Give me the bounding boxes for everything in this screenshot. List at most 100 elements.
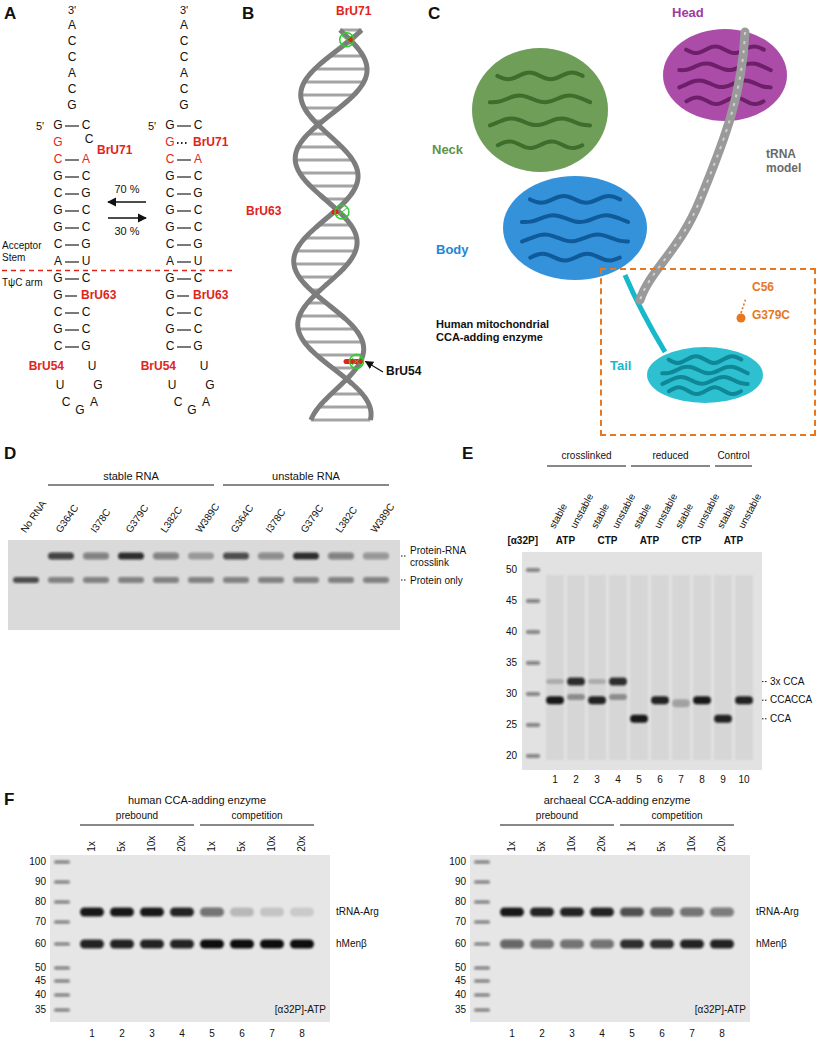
size-marker: 60: [35, 938, 46, 950]
base-pair: [177, 210, 191, 211]
electron-density: [337, 208, 347, 216]
gel-band: [260, 908, 284, 917]
lane-label: 1x: [86, 841, 98, 852]
gel-band: [672, 699, 690, 707]
group-line: [620, 825, 734, 826]
nucleotide: C: [68, 83, 77, 97]
tail-domain-helix: [662, 377, 747, 384]
group-line: [631, 466, 710, 467]
residue-label: BrU54: [386, 365, 421, 379]
gel-band: [588, 679, 606, 684]
gel-band: [188, 577, 214, 583]
nucleotide: C: [194, 323, 203, 337]
lane-number: 6: [657, 774, 663, 786]
model-label: tRNA model: [766, 148, 814, 176]
electron-density: [342, 36, 352, 44]
gel-band: [223, 577, 249, 583]
base-rung: [311, 419, 371, 422]
lane-number: 5: [209, 1028, 215, 1040]
base-pair: [65, 176, 79, 177]
label-nucleotide: [α32P]: [507, 535, 538, 547]
gel-band: [54, 921, 70, 924]
lane-label: 10x: [146, 836, 158, 852]
gel-band: [328, 553, 354, 560]
gel-band: [474, 1009, 490, 1012]
gel-band: [258, 553, 284, 560]
base-pair: [65, 244, 79, 245]
band-label: Protein only: [410, 575, 463, 587]
nucleotide: C: [82, 306, 91, 320]
band-label: Protein-RNA crosslink: [410, 545, 484, 568]
size-marker: 70: [35, 916, 46, 928]
lane-label: 10x: [566, 836, 578, 852]
lane-label: stable: [673, 502, 696, 531]
neck-domain: [472, 48, 608, 172]
electron-density: [352, 358, 362, 366]
size-marker: 20: [506, 750, 517, 762]
gel-band: [48, 577, 74, 583]
trna-crystal-model: [294, 30, 383, 420]
head-domain-helix: [686, 97, 763, 104]
gel-band: [48, 553, 74, 560]
nucleotide: C: [54, 187, 63, 201]
band-label: hMenβ: [756, 938, 787, 950]
panel-letter: A: [4, 4, 16, 24]
region-label: Acceptor Stem: [2, 240, 50, 263]
size-marker: 35: [35, 1004, 46, 1016]
nucleotide: C: [54, 340, 63, 354]
neck-domain-helix: [497, 73, 582, 80]
base-pair: [177, 295, 189, 296]
size-marker: 90: [35, 876, 46, 888]
domain-highlight-box: C56G379CTail: [600, 268, 816, 436]
lane-label: stable: [631, 502, 654, 531]
gel-smear: [630, 575, 648, 760]
gel-smear: [651, 575, 669, 760]
base-rung: [310, 185, 356, 188]
lane-label: 5x: [656, 841, 668, 852]
nucleotide: C: [82, 119, 91, 133]
group-label: crosslinked: [561, 450, 611, 462]
nucleotide: G: [75, 404, 84, 418]
leader-line: [762, 700, 767, 701]
modified-nucleotide: BrU71: [193, 136, 228, 150]
gel-smear: [735, 575, 753, 760]
gel-band: [500, 940, 524, 949]
nucleotide: C: [68, 35, 77, 49]
base-pair: [177, 193, 191, 194]
group-line: [715, 466, 752, 467]
nucleotide: U: [168, 379, 177, 393]
body-domain-helix: [522, 235, 628, 242]
gel-band: [530, 908, 554, 917]
nucleotide: G: [165, 272, 174, 286]
base-pair: [177, 312, 191, 313]
neck-domain-helix: [498, 141, 583, 148]
gel: [470, 855, 750, 1022]
base-pair: [65, 193, 79, 194]
gel-band: [153, 553, 179, 560]
group-line: [48, 485, 214, 486]
gel-band: [54, 943, 70, 946]
gel-band: [735, 696, 753, 704]
nucleotide: G: [53, 136, 62, 150]
size-marker: 50: [35, 962, 46, 974]
nucleotide-label: ATP: [556, 535, 575, 547]
base-pair: [65, 159, 79, 160]
gel-band: [474, 943, 490, 946]
gel-band: [560, 940, 584, 949]
band-label: CCACCA: [770, 694, 812, 706]
nucleotide: C: [82, 272, 91, 286]
gel-band: [680, 908, 704, 917]
nucleotide: C: [82, 170, 91, 184]
nucleotide-label: CTP: [682, 535, 702, 547]
nucleotide: C: [54, 306, 63, 320]
gel-smear: [714, 575, 732, 760]
lane-label: 10x: [686, 836, 698, 852]
nucleotide: C: [82, 323, 91, 337]
nucleotide: G: [165, 136, 174, 150]
nucleotide: U: [200, 360, 209, 374]
nucleotide: C: [85, 133, 94, 147]
nucleotide: G: [53, 170, 62, 184]
modified-nucleotide: BrU63: [193, 289, 228, 303]
nucleotide: A: [68, 67, 76, 81]
